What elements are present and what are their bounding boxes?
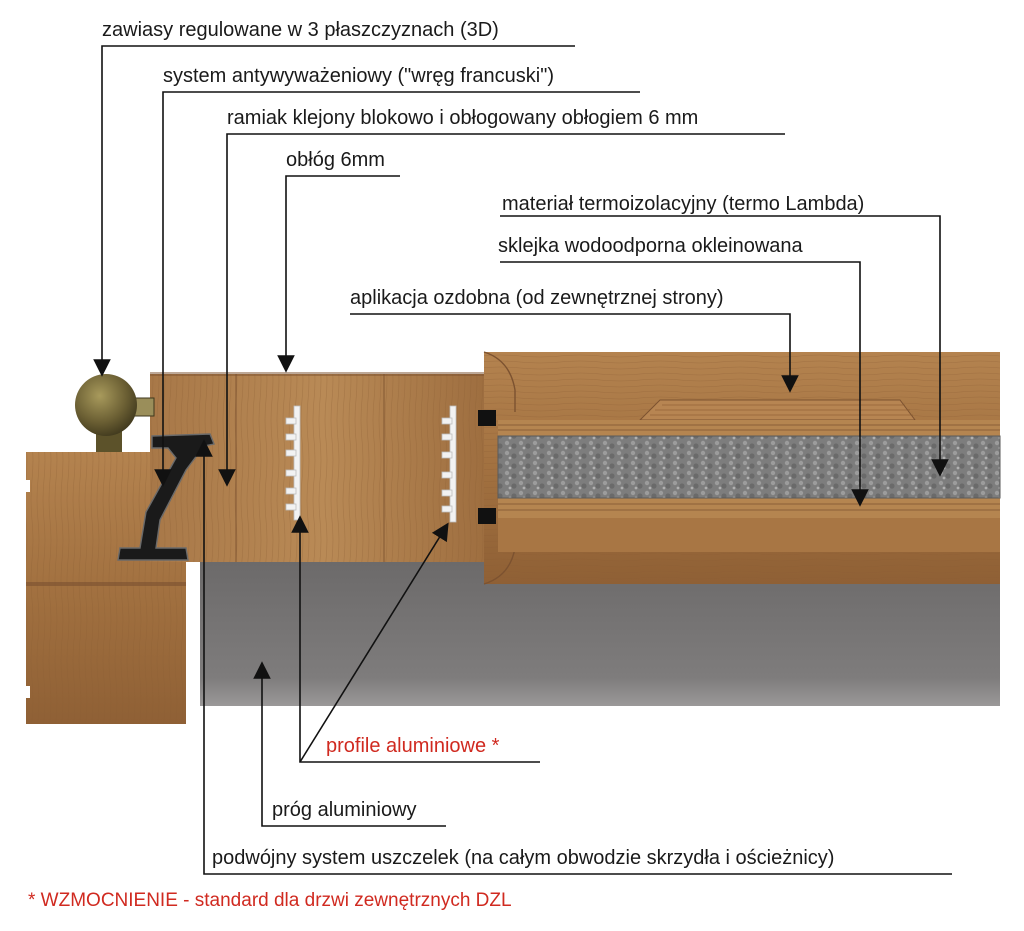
hinge-shape <box>75 374 155 452</box>
label-aluminium-threshold: próg aluminiowy <box>272 799 417 821</box>
label-hinges: zawiasy regulowane w 3 płaszczyznach (3D… <box>102 19 499 41</box>
aluminium-threshold-shape <box>200 562 1000 706</box>
decorative-lines <box>650 404 913 416</box>
aluminium-profile-right <box>441 405 457 523</box>
label-aluminium-profiles: profile aluminiowe * <box>326 735 500 757</box>
leader-lines <box>93 45 952 875</box>
label-seals: podwójny system uszczelek (na całym obwo… <box>212 847 835 869</box>
panel-seal-top <box>478 410 496 426</box>
label-plywood: sklejka wodoodporna okleinowana <box>498 235 803 257</box>
label-frame: ramiak klejony blokowo i obłogowany obło… <box>227 107 699 129</box>
label-insulation: materiał termoizolacyjny (termo Lambda) <box>502 193 865 215</box>
label-anti-burglary: system antywyważeniowy ("wręg francuski"… <box>163 65 554 87</box>
aluminium-profile-left <box>285 405 301 521</box>
panel-seal-bottom <box>478 508 496 524</box>
label-veneer: obłóg 6mm <box>286 149 385 171</box>
door-leaf-stile-shape <box>150 372 498 562</box>
insulation-foam-shape <box>498 436 1000 498</box>
footnote-reinforcement: * WZMOCNIENIE - standard dla drzwi zewnę… <box>28 890 512 911</box>
label-decoration: aplikacja ozdobna (od zewnętrznej strony… <box>350 287 724 309</box>
plywood-layers-shape <box>498 420 1000 552</box>
